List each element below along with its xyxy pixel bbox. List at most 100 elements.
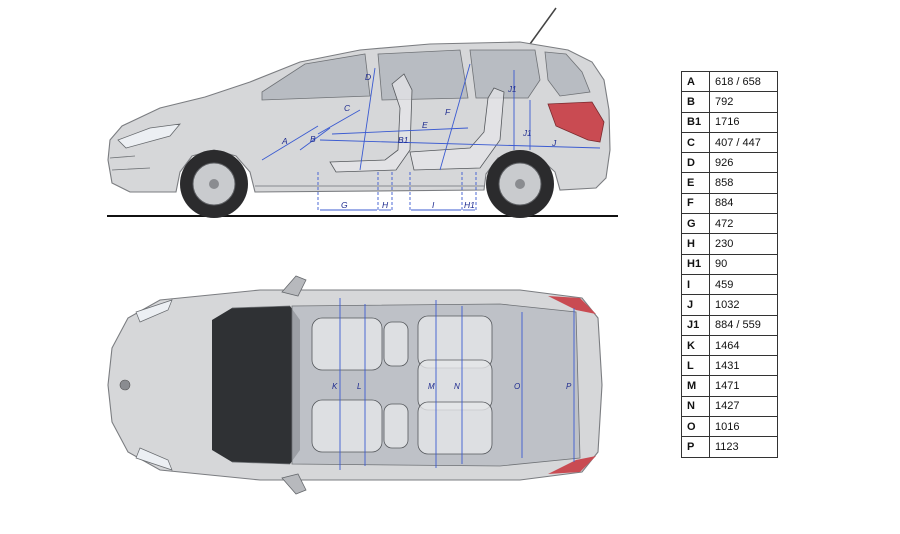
side-windows bbox=[261, 53, 371, 101]
label-M: M bbox=[428, 382, 435, 391]
dimension-key: F bbox=[681, 192, 710, 215]
dimension-key: A bbox=[681, 70, 710, 93]
dimension-value: 407 / 447 bbox=[709, 131, 778, 154]
dimension-value: 1032 bbox=[709, 294, 778, 316]
top-windshield bbox=[212, 306, 300, 464]
side-front-seat bbox=[329, 73, 413, 173]
dimension-value: 459 bbox=[709, 273, 778, 296]
side-headlight bbox=[117, 123, 181, 149]
dimension-value: 926 bbox=[709, 152, 778, 174]
top-right-mirror bbox=[281, 473, 307, 495]
label-K: K bbox=[332, 382, 338, 391]
side-rear-seat bbox=[409, 87, 505, 171]
dimension-key: P bbox=[681, 436, 710, 458]
dimension-value: 1464 bbox=[709, 334, 778, 357]
top-dimension-labels: K L M N O P bbox=[332, 382, 572, 391]
label-B: B bbox=[310, 134, 316, 144]
dimension-value: 1123 bbox=[709, 436, 778, 458]
antenna bbox=[529, 7, 557, 45]
label-N: N bbox=[454, 382, 460, 391]
label-A: A bbox=[281, 136, 288, 146]
top-left-mirror bbox=[281, 275, 307, 297]
top-seats bbox=[311, 315, 493, 455]
top-taillight-right bbox=[548, 456, 596, 474]
dimension-key: G bbox=[681, 213, 710, 235]
dimension-value: 230 bbox=[709, 233, 778, 255]
label-H: H bbox=[382, 200, 389, 210]
label-H1: H1 bbox=[464, 200, 475, 210]
label-F: F bbox=[445, 107, 451, 117]
dimension-value: 618 / 658 bbox=[709, 70, 778, 93]
side-dimension-lines bbox=[261, 63, 601, 212]
side-view: A B B1 C D E F G H I H1 J J1 J1 bbox=[107, 7, 618, 218]
dimension-key: C bbox=[681, 131, 710, 154]
label-J1-bottom: J1 bbox=[522, 129, 531, 138]
label-J1-top: J1 bbox=[507, 85, 516, 94]
label-C: C bbox=[344, 103, 351, 113]
dimension-value: 884 bbox=[709, 192, 778, 215]
dimension-value: 1471 bbox=[709, 375, 778, 397]
dimension-key: B1 bbox=[681, 111, 710, 133]
dimension-value: 1716 bbox=[709, 111, 778, 133]
dimension-key: N bbox=[681, 395, 710, 418]
label-B1: B1 bbox=[398, 135, 409, 145]
dimension-key: I bbox=[681, 273, 710, 296]
label-D: D bbox=[365, 72, 371, 82]
side-front-wheel bbox=[180, 150, 248, 218]
top-dimension-lines bbox=[339, 298, 575, 470]
top-headlight-right bbox=[135, 447, 173, 471]
label-P: P bbox=[566, 382, 572, 391]
label-L: L bbox=[357, 382, 361, 391]
dimension-key: H bbox=[681, 233, 710, 255]
dimension-value: 1431 bbox=[709, 355, 778, 377]
dimension-value: 1427 bbox=[709, 395, 778, 418]
side-rear-wheel bbox=[486, 150, 554, 218]
label-E: E bbox=[422, 120, 428, 130]
top-badge bbox=[119, 379, 131, 391]
dimension-key: K bbox=[681, 334, 710, 357]
dimension-value: 884 / 559 bbox=[709, 314, 778, 336]
dimension-key: O bbox=[681, 416, 710, 438]
dimension-key: J1 bbox=[681, 314, 710, 336]
label-I: I bbox=[432, 200, 435, 210]
label-G: G bbox=[341, 200, 348, 210]
dimension-value: 792 bbox=[709, 91, 778, 113]
dimension-value: 90 bbox=[709, 253, 778, 275]
dimension-key: B bbox=[681, 91, 710, 113]
top-view: K L M N O P bbox=[107, 275, 603, 495]
dimension-key: H1 bbox=[681, 253, 710, 275]
side-taillight bbox=[547, 101, 605, 143]
label-J: J bbox=[551, 138, 557, 148]
dimension-key: M bbox=[681, 375, 710, 397]
top-taillight-left bbox=[548, 296, 596, 314]
label-O: O bbox=[514, 382, 520, 391]
top-headlight-left bbox=[135, 299, 173, 323]
side-dimension-labels: A B B1 C D E F G H I H1 J J1 J1 bbox=[281, 72, 557, 210]
dimension-key: E bbox=[681, 172, 710, 194]
dimension-key: J bbox=[681, 294, 710, 316]
dimension-key: D bbox=[681, 152, 710, 174]
dimension-value: 858 bbox=[709, 172, 778, 194]
